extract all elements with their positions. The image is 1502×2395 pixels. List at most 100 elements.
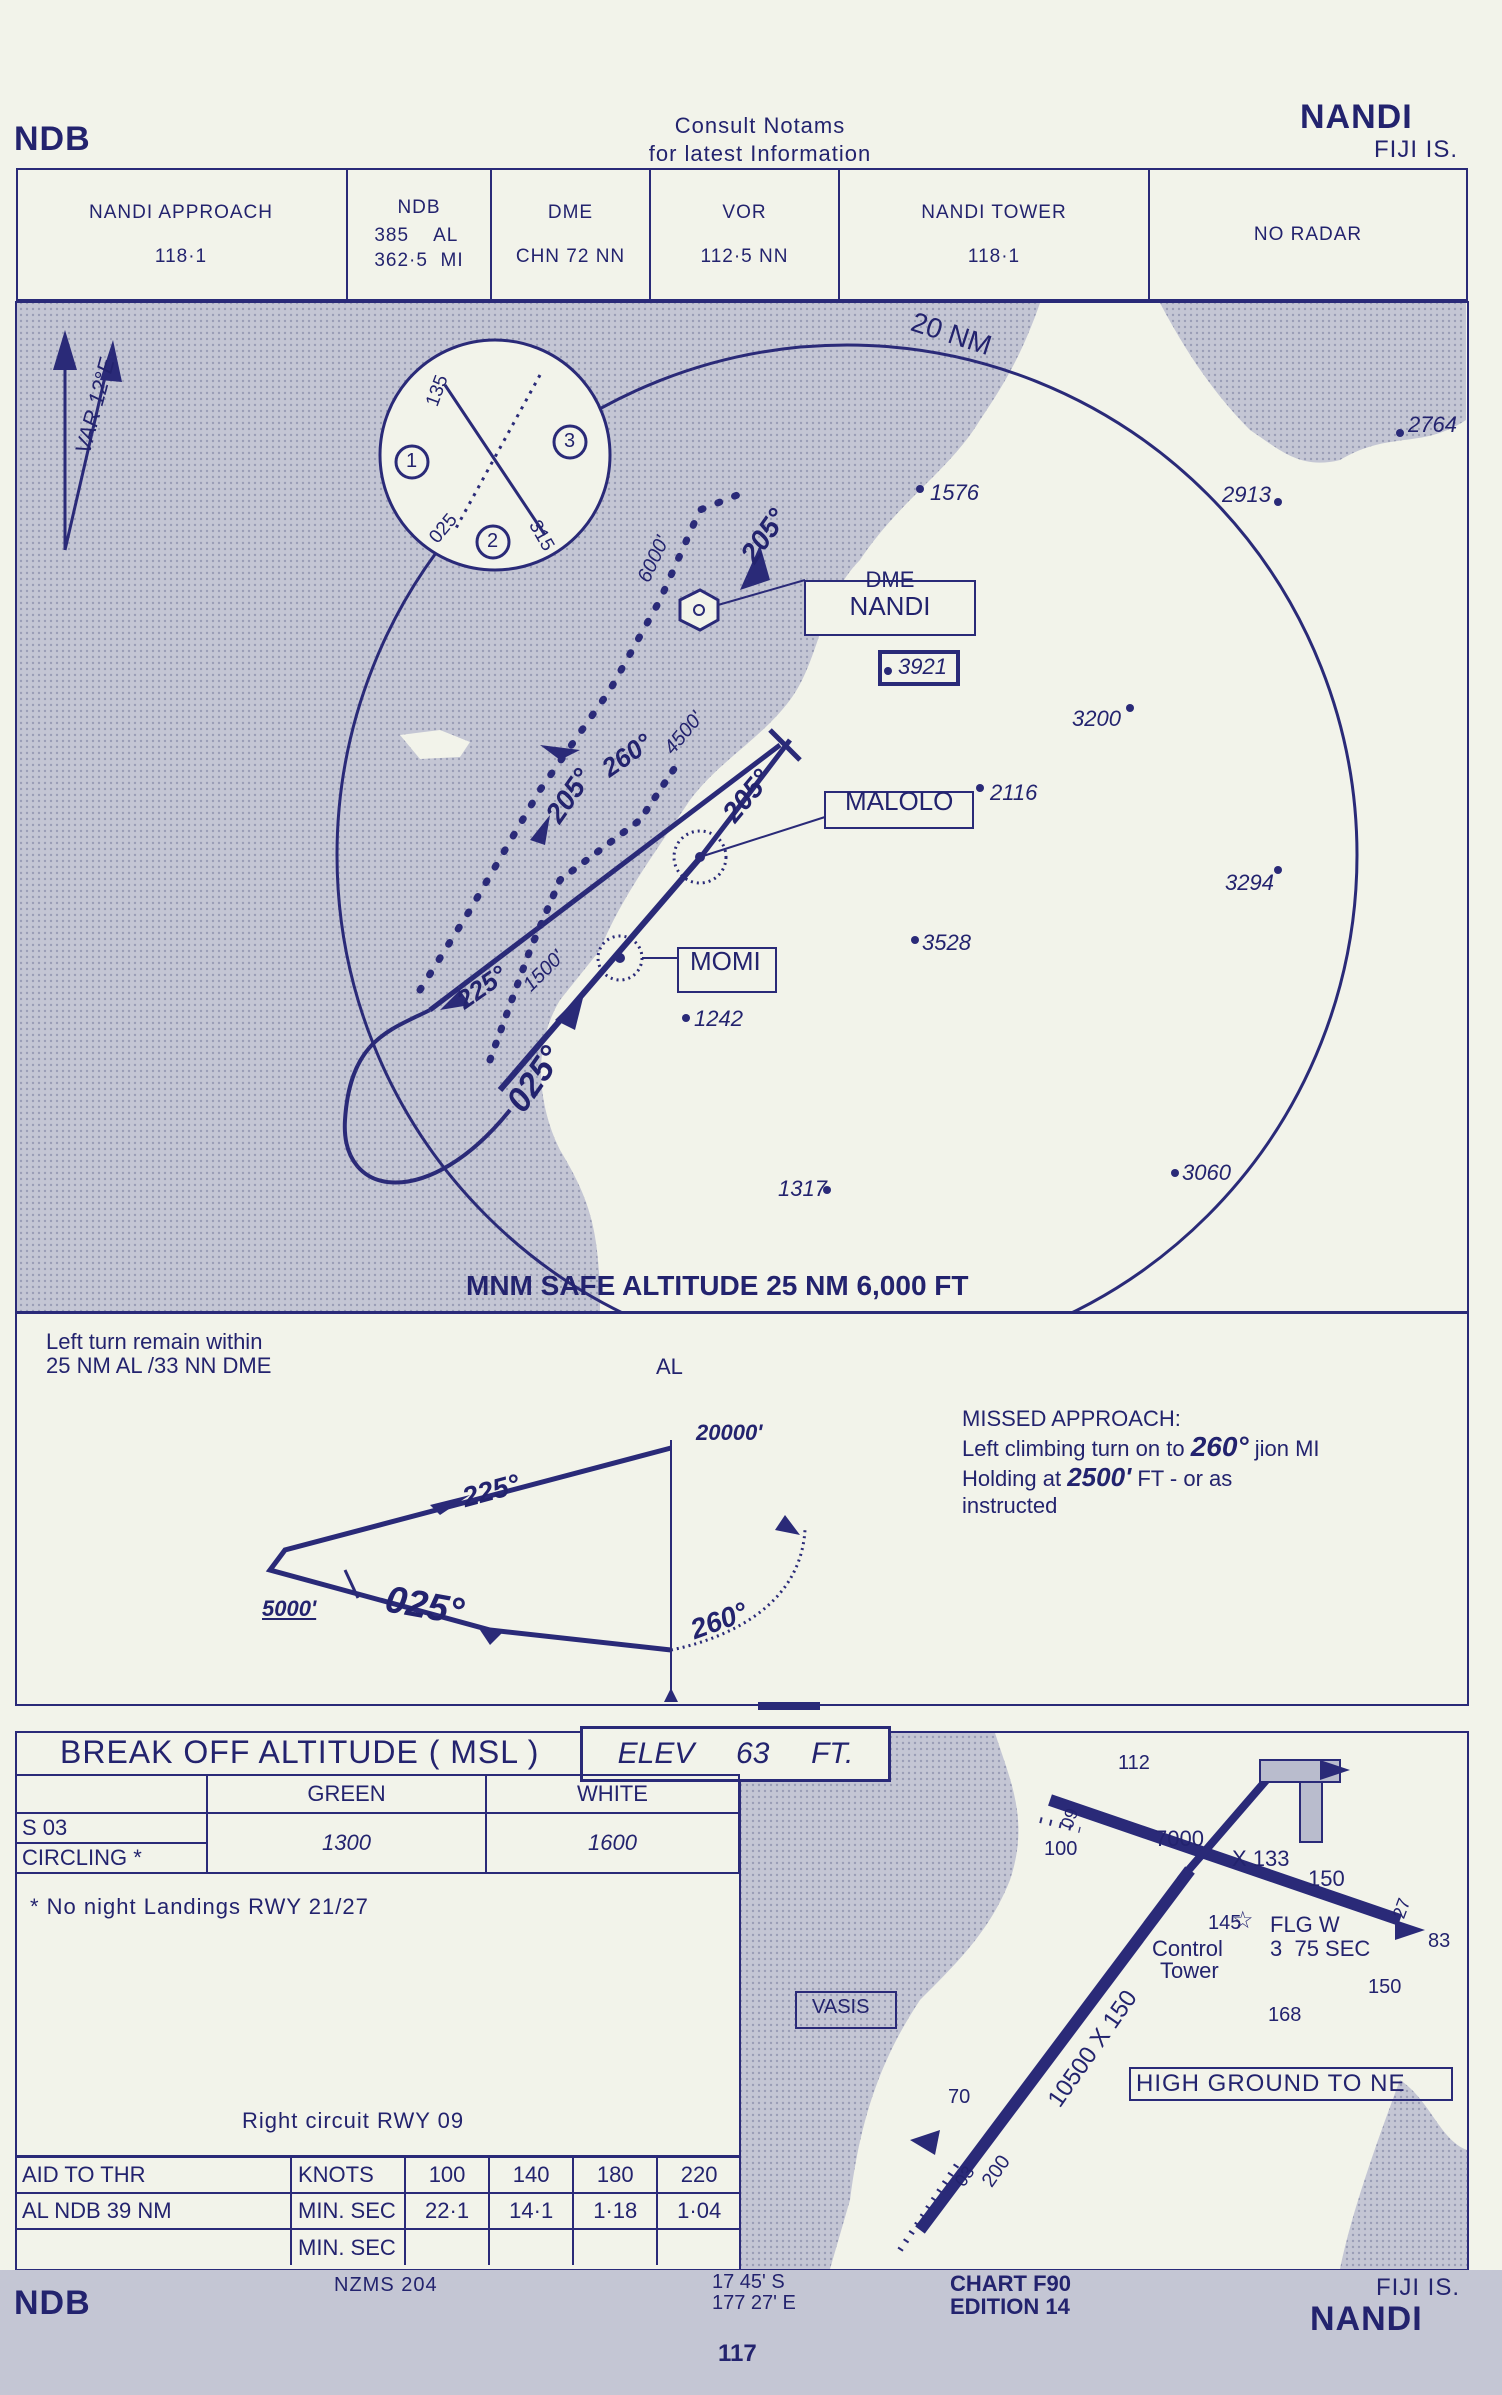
- hold-marker-label: 2: [487, 530, 499, 552]
- notice-line-2: for latest Information: [648, 140, 872, 166]
- dotted-track-2: [486, 756, 684, 1064]
- elevation-box: [878, 650, 960, 686]
- aerodrome-sea-east: [1340, 2080, 1467, 2269]
- obstacle-height: 100: [1044, 1838, 1078, 1860]
- nandi-label: NANDI: [849, 591, 931, 622]
- footer-aerodrome-name: NANDI: [1310, 2300, 1423, 2338]
- freq-label: NANDI TOWER: [921, 201, 1067, 223]
- spot-height-dots: [682, 429, 1404, 1194]
- obstacle-height: 150: [1368, 1976, 1402, 1998]
- obstacle-height: 70: [948, 2086, 971, 2108]
- inbound-track: [698, 738, 792, 860]
- obstacle-height: 168: [1268, 2004, 1302, 2026]
- missed-l1a: Left climbing turn on to: [962, 1436, 1191, 1462]
- hold-leg-dotted: [453, 374, 542, 531]
- profile-note: Left turn remain within 25 NM AL /33 NN …: [46, 1329, 272, 1379]
- freq-cell-ndb: NDB 385 AL 362·5 MI: [348, 168, 492, 301]
- outbound-track: [428, 743, 782, 1012]
- missed-l1c: jion MI: [1248, 1436, 1320, 1462]
- notice-line-1: Consult Notams: [674, 113, 846, 138]
- tower-label-2: Tower: [1160, 1958, 1219, 1983]
- runway-03-21: [915, 1866, 1195, 2234]
- missed-l1b: 260°: [1190, 1431, 1249, 1463]
- magnetic-north-arrow: [63, 354, 112, 551]
- notams-notice: Consult Notams for latest Information: [560, 112, 960, 167]
- momi-box: [677, 947, 777, 993]
- spot-height: 3528: [922, 930, 971, 955]
- freq-value: 385 AL 362·5 MI: [374, 224, 464, 272]
- time: 1·18: [572, 2192, 659, 2230]
- freq-value: 118·1: [967, 245, 1021, 267]
- profile-alt-top: 20000': [696, 1420, 763, 1445]
- night-note: * No night Landings RWY 21/27: [30, 1894, 369, 1919]
- hold-marker-2: [475, 524, 511, 560]
- obstacle-height: 112: [1118, 1752, 1150, 1774]
- time: 22·1: [403, 2192, 491, 2230]
- runway-cross-150: 150: [1308, 1866, 1345, 1891]
- msa-label: MNM SAFE ALTITUDE 25 NM 6,000 FT: [466, 1270, 969, 1301]
- profile-path: [265, 1445, 672, 1653]
- spot-height: 3060: [1182, 1160, 1231, 1185]
- spot-height: 2913: [1222, 482, 1271, 507]
- vasis-box: [795, 1991, 897, 2029]
- missed-line-3: instructed: [962, 1493, 1058, 1519]
- dme-nandi-label: DME NANDI: [805, 567, 975, 622]
- spot-height: 3294: [1225, 870, 1274, 895]
- footer-band: [0, 2270, 1502, 2395]
- map-series: NZMS 204: [334, 2274, 438, 2296]
- aerodrome-region: FIJI IS.: [1374, 136, 1459, 163]
- freq-label: NDB: [397, 197, 441, 219]
- approach-lights: [897, 2158, 963, 2252]
- high-ground-box: [1129, 2067, 1453, 2101]
- profile-note-2: 25 NM AL /33 NN DME: [46, 1353, 272, 1379]
- aid-label: AID TO THR: [16, 2156, 292, 2194]
- procedure-turn: [342, 1008, 512, 1185]
- longitude: 177 27' E: [712, 2292, 796, 2314]
- obstacle-height: 145: [1208, 1912, 1242, 1934]
- freq-value: 112·5 NN: [700, 245, 789, 267]
- minsec-label: MIN. SEC: [290, 2192, 406, 2230]
- row-circling: CIRCLING *: [16, 1842, 208, 1874]
- profile-alt-low: 5000': [262, 1596, 317, 1621]
- procedure-type: NDB: [14, 120, 91, 158]
- profile-beacon: AL: [656, 1354, 683, 1379]
- missed-title: MISSED APPROACH:: [962, 1406, 1181, 1431]
- missed-approach-text: MISSED APPROACH: Left climbing turn on t…: [962, 1406, 1320, 1519]
- knots-label: KNOTS: [290, 2156, 406, 2194]
- freq-label: DME: [547, 201, 594, 223]
- runway-cross-width: X 133: [1232, 1846, 1290, 1871]
- aerodrome-name: NANDI: [1300, 98, 1413, 136]
- minima-table: GREEN WHITE S 03 1300 1600 CIRCLING *: [16, 1774, 740, 1874]
- elevation-label: 3921: [898, 654, 947, 679]
- high-ground-label: HIGH GROUND TO NE: [1136, 2070, 1406, 2097]
- latitude: 17 45' S: [712, 2271, 785, 2293]
- spot-height: 2116: [990, 780, 1038, 805]
- spot-height: 1242: [694, 1006, 743, 1031]
- taxiway: [1176, 1767, 1279, 1883]
- tower-label-1: Control: [1152, 1936, 1223, 1961]
- timing-table: AID TO THR KNOTS 100 140 180 220 AL NDB …: [16, 2156, 740, 2265]
- sea-area-east: [1160, 303, 1466, 463]
- col-white: WHITE: [485, 1774, 740, 1814]
- dme-label: DME: [865, 567, 915, 592]
- freq-value: 118·1: [154, 245, 208, 267]
- hold-marker-label: 3: [564, 430, 576, 452]
- time: 1·04: [656, 2192, 740, 2230]
- speed: 100: [403, 2156, 491, 2194]
- freq-cell-dme: DME CHN 72 NN: [492, 168, 651, 301]
- malolo-ndb-symbol: [672, 829, 728, 885]
- freq-cell-approach: NANDI APPROACH 118·1: [16, 168, 348, 301]
- missed-l2a: Holding at: [962, 1466, 1068, 1492]
- missed-line-1: Left climbing turn on to 260° jion MI: [962, 1431, 1320, 1463]
- final-approach-track: [497, 856, 703, 1092]
- beacon-period: 3 75 SEC: [1270, 1936, 1371, 1961]
- freq-label: VOR: [722, 201, 767, 223]
- freq-cell-tower: NANDI TOWER 118·1: [840, 168, 1150, 301]
- coordinates: 17 45' S 177 27' E: [712, 2272, 796, 2314]
- spot-height: 3200: [1072, 706, 1121, 731]
- hold-marker-label: 1: [406, 450, 418, 472]
- missed-approach-path: [670, 1529, 807, 1652]
- vasis-label: VASIS: [812, 1996, 870, 2018]
- circuit-note: Right circuit RWY 09: [242, 2108, 465, 2133]
